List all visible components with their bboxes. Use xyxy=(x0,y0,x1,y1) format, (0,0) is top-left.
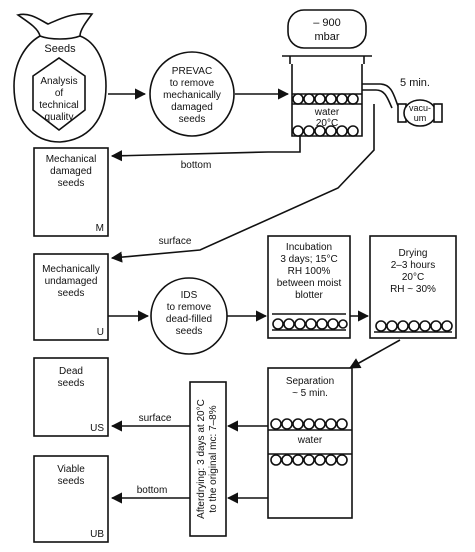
pressure-box xyxy=(287,9,367,49)
incubation-line-1: Incubation xyxy=(286,242,332,253)
hexagon-line-3: technical xyxy=(39,100,78,111)
pump-line-1: vacu- xyxy=(409,103,431,113)
dead-line-1: Dead xyxy=(59,366,83,377)
separation-top-seed-row xyxy=(268,418,352,431)
mech-damaged-line-1: Mechanical xyxy=(46,154,97,165)
hexagon-line-2: of xyxy=(55,88,64,99)
ids-circle: IDS to remove dead-filled seeds xyxy=(150,277,228,355)
afterdrying-box: Afterdrying: 3 days at 20°C to the origi… xyxy=(189,381,227,537)
separation-line-1: Separation xyxy=(286,376,334,387)
separation-box: Separation ~ 5 min. water xyxy=(267,367,353,519)
seed-bag-label: Seeds xyxy=(44,43,76,55)
prevac-line-1: PREVAC xyxy=(172,66,212,77)
dead-seeds-box: Dead seeds US xyxy=(33,357,109,437)
analysis-hexagon xyxy=(32,57,86,132)
afterdrying-line-2: to the original mc: 7–8% xyxy=(208,405,219,512)
vacuum-vessel: – 900 mbar water 20°C 5 min. vacu- xyxy=(282,9,443,137)
incubation-box: Incubation 3 days; 15°C RH 100% between … xyxy=(267,235,351,339)
drying-line-4: RH ~ 30% xyxy=(390,284,436,295)
dead-code: US xyxy=(90,423,104,434)
vacuum-time-label: 5 min. xyxy=(400,77,430,89)
pressure-line-1: – 900 xyxy=(313,17,341,29)
drying-seed-row xyxy=(375,320,453,332)
mechanically-undamaged-box: Mechanically undamaged seeds U xyxy=(33,253,109,341)
incubation-line-5: blotter xyxy=(295,290,323,301)
viable-line-2: seeds xyxy=(58,476,85,487)
viable-line-1: Viable xyxy=(57,464,85,475)
mech-damaged-line-2: damaged xyxy=(50,166,92,177)
top-seed-row xyxy=(292,93,362,105)
mech-undamaged-line-1: Mechanically xyxy=(42,264,100,275)
vacuum-pump-icon: vacu- um xyxy=(397,99,443,127)
viable-seeds-box: Viable seeds UB xyxy=(33,455,109,543)
dead-line-2: seeds xyxy=(58,378,85,389)
pump-line-2: um xyxy=(414,113,427,123)
separation-water-label: water xyxy=(297,435,323,446)
pressure-line-2: mbar xyxy=(314,31,339,43)
ids-line-2: to remove xyxy=(167,302,212,313)
incubation-line-2: 3 days; 15°C xyxy=(280,254,337,265)
ids-line-3: dead-filled xyxy=(166,314,212,325)
mechanical-damaged-box: Mechanical damaged seeds M xyxy=(33,147,109,237)
ids-line-4: seeds xyxy=(176,326,203,337)
seed-bag: Seeds Analysis of technical quality xyxy=(13,12,107,143)
incubation-line-4: between moist xyxy=(277,278,342,289)
flow-label-bottom-1: bottom xyxy=(181,160,212,171)
flow-label-surface-1: surface xyxy=(159,236,192,247)
bottom-seed-row xyxy=(292,125,359,137)
prevac-circle: PREVAC to remove mechanically damaged se… xyxy=(149,51,235,137)
prevac-line-3: mechanically xyxy=(163,90,221,101)
hexagon-line-4: quality xyxy=(45,112,74,123)
mech-undamaged-line-3: seeds xyxy=(58,288,85,299)
drying-line-1: Drying xyxy=(399,248,428,259)
vessel-temp-label: 20°C xyxy=(316,118,338,129)
separation-bottom-seed-row xyxy=(270,454,348,466)
drying-line-3: 20°C xyxy=(402,272,424,283)
mech-undamaged-line-2: undamaged xyxy=(45,276,98,287)
hexagon-line-1: Analysis xyxy=(40,76,77,87)
vessel-water-label: water xyxy=(314,107,340,118)
mech-damaged-code: M xyxy=(96,223,104,234)
afterdrying-line-1: Afterdrying: 3 days at 20°C xyxy=(196,399,207,519)
prevac-line-2: to remove xyxy=(170,78,215,89)
mech-undamaged-code: U xyxy=(97,327,104,338)
incubation-seed-row xyxy=(272,318,348,330)
drying-box: Drying 2–3 hours 20°C RH ~ 30% xyxy=(369,235,457,339)
prevac-line-5: seeds xyxy=(179,114,206,125)
prevac-line-4: damaged xyxy=(171,102,213,113)
arrow-vessel-surface xyxy=(110,104,375,263)
flow-label-surface-2: surface xyxy=(139,413,172,424)
ids-line-1: IDS xyxy=(181,290,198,301)
arrow-vessel-bottom xyxy=(110,136,301,162)
flow-label-bottom-2: bottom xyxy=(137,485,168,496)
viable-code: UB xyxy=(90,529,104,540)
separation-line-2: ~ 5 min. xyxy=(292,388,328,399)
mech-damaged-line-3: seeds xyxy=(58,178,85,189)
drying-line-2: 2–3 hours xyxy=(391,260,435,271)
incubation-line-3: RH 100% xyxy=(288,266,331,277)
arrow-drying-to-separation xyxy=(349,339,401,369)
